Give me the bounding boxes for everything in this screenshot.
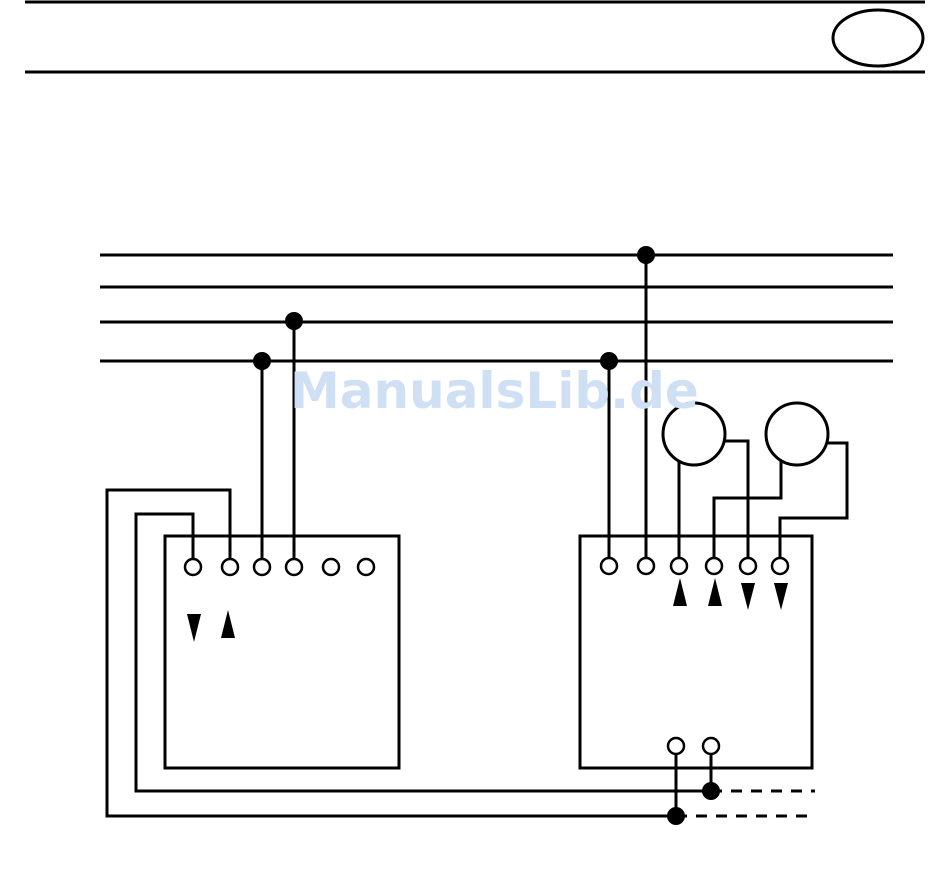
motor-2 <box>766 403 828 465</box>
arrow-up-icon <box>673 578 687 606</box>
country-badge-oval <box>833 10 923 66</box>
right-terminal-3 <box>671 558 687 574</box>
arrow-up-icon <box>708 578 722 606</box>
junction-dot <box>285 312 303 330</box>
arrow-down-icon <box>741 583 755 610</box>
left-terminal-1 <box>185 559 201 575</box>
left-terminal-6 <box>358 559 374 575</box>
right-terminal-1 <box>601 558 617 574</box>
left-terminal-2 <box>222 559 238 575</box>
wire-left-t1-inner-loop <box>136 514 711 791</box>
junction-dot <box>253 352 271 370</box>
watermark: ManualsLib.de <box>290 362 699 420</box>
left-terminal-3 <box>254 559 270 575</box>
junction-dot <box>637 246 655 264</box>
right-bottom-terminal-2 <box>703 738 719 754</box>
arrow-down-icon <box>774 583 788 610</box>
junction-dot <box>702 782 720 800</box>
left-terminal-5 <box>323 559 339 575</box>
right-terminal-6 <box>772 558 788 574</box>
junction-dot <box>667 807 685 825</box>
right-terminal-5 <box>740 558 756 574</box>
right-bottom-terminal-1 <box>668 738 684 754</box>
wire-motor1-to-t5 <box>725 441 748 559</box>
right-terminal-4 <box>706 558 722 574</box>
arrow-up-icon <box>221 610 235 638</box>
right-terminal-2 <box>638 558 654 574</box>
arrow-down-icon <box>187 614 201 642</box>
left-terminal-4 <box>286 559 302 575</box>
